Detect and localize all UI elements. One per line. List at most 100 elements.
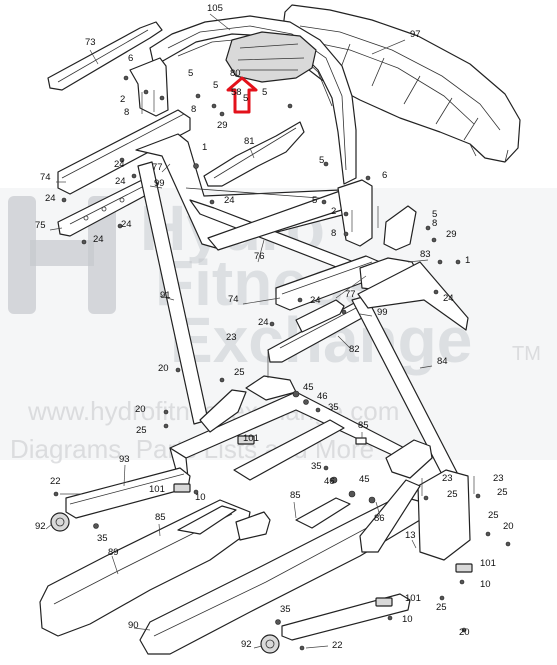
callout-77: 77 — [152, 162, 163, 173]
callout-92: 92 — [241, 639, 252, 650]
callout-24: 24 — [93, 234, 104, 245]
callout-91: 91 — [160, 290, 171, 301]
callout-10: 10 — [402, 614, 413, 625]
callout-92: 92 — [35, 521, 46, 532]
hardware-fasteners — [53, 75, 511, 651]
callout-6: 6 — [382, 170, 387, 181]
watermark-trademark: TM — [512, 343, 541, 365]
callout-8: 8 — [124, 107, 129, 118]
callout-1: 1 — [465, 255, 470, 266]
right-upright-bracket — [337, 179, 417, 251]
callout-20: 20 — [135, 404, 146, 415]
callout-6: 6 — [128, 53, 133, 64]
callout-35: 35 — [328, 402, 339, 413]
watermark-logo — [8, 196, 116, 314]
callout-82: 82 — [349, 344, 360, 355]
callout-22: 22 — [332, 640, 343, 651]
callout-101: 101 — [149, 484, 165, 495]
callout-75: 75 — [35, 220, 46, 231]
callout-77: 77 — [345, 289, 356, 300]
callout-83: 83 — [420, 249, 431, 260]
callout-23: 23 — [226, 332, 237, 343]
callout-24: 24 — [258, 317, 269, 328]
callout-101: 101 — [480, 558, 496, 569]
callout-99: 99 — [154, 178, 165, 189]
callout-8: 8 — [432, 218, 437, 229]
callout-73: 73 — [85, 37, 96, 48]
callout-25: 25 — [497, 487, 508, 498]
callout-2: 2 — [331, 206, 336, 217]
callout-13: 13 — [405, 530, 416, 541]
callout-25: 25 — [234, 367, 245, 378]
upright-post-lower-right — [359, 469, 471, 561]
callout-5: 5 — [213, 80, 218, 91]
callout-20: 20 — [459, 627, 470, 638]
callout-8: 8 — [331, 228, 336, 239]
callout-25: 25 — [447, 489, 458, 500]
callout-74: 74 — [40, 172, 51, 183]
callout-101: 101 — [243, 433, 259, 444]
callout-89: 89 — [108, 547, 119, 558]
callout-46: 46 — [317, 391, 328, 402]
callout-97: 97 — [410, 29, 421, 40]
callout-29: 29 — [446, 229, 457, 240]
upright-shroud-part-81 — [203, 121, 305, 187]
console-tray-part-97 — [281, 4, 521, 163]
callout-24: 24 — [224, 195, 235, 206]
callout-46: 46 — [324, 476, 335, 487]
callout-5: 5 — [188, 68, 193, 79]
callout-90: 90 — [128, 620, 139, 631]
upright-cap-part-73 — [47, 21, 163, 91]
wheel-part-92-left — [50, 512, 70, 532]
callout-35: 35 — [280, 604, 291, 615]
callout-58: 58 — [231, 87, 242, 98]
callout-76: 76 — [254, 251, 265, 262]
side-rail-part-93 — [65, 467, 191, 519]
callout-24: 24 — [114, 159, 125, 170]
callout-45: 45 — [359, 474, 370, 485]
parts-layer — [39, 4, 521, 655]
callout-93: 93 — [119, 454, 130, 465]
callout-29: 29 — [217, 120, 228, 131]
callout-105: 105 — [207, 3, 223, 14]
base-cover-left-part-89 — [39, 499, 251, 637]
callout-101: 101 — [405, 593, 421, 604]
callout-5: 5 — [243, 93, 248, 104]
callout-81: 81 — [244, 136, 255, 147]
callout-84: 84 — [437, 356, 448, 367]
crossbar-left-part-74 — [57, 57, 191, 195]
wheel-part-92-right — [260, 634, 280, 654]
callout-20: 20 — [158, 363, 169, 374]
callout-35: 35 — [311, 461, 322, 472]
callout-22: 22 — [50, 476, 61, 487]
callout-5: 5 — [312, 195, 317, 206]
callout-23: 23 — [493, 473, 504, 484]
callout-74: 74 — [228, 294, 239, 305]
callout-5: 5 — [262, 87, 267, 98]
callout-85: 85 — [155, 512, 166, 523]
callout-8: 8 — [191, 104, 196, 115]
callout-24: 24 — [121, 219, 132, 230]
callout-10: 10 — [195, 492, 206, 503]
callout-99: 99 — [377, 307, 388, 318]
callout-86: 86 — [374, 513, 385, 524]
callout-85: 85 — [290, 490, 301, 501]
callout-24: 24 — [310, 295, 321, 306]
base-frame — [169, 375, 433, 481]
callout-24: 24 — [115, 176, 126, 187]
callout-2: 2 — [120, 94, 125, 105]
callout-10: 10 — [480, 579, 491, 590]
callout-80: 80 — [230, 68, 241, 79]
callout-24: 24 — [45, 193, 56, 204]
callout-1: 1 — [202, 142, 207, 153]
highlight-arrow-icon — [226, 76, 258, 114]
callout-25: 25 — [436, 602, 447, 613]
callout-25: 25 — [488, 510, 499, 521]
callout-45: 45 — [303, 382, 314, 393]
center-console-part-80 — [225, 31, 317, 83]
callout-23: 23 — [442, 473, 453, 484]
callout-85: 85 — [358, 420, 369, 431]
